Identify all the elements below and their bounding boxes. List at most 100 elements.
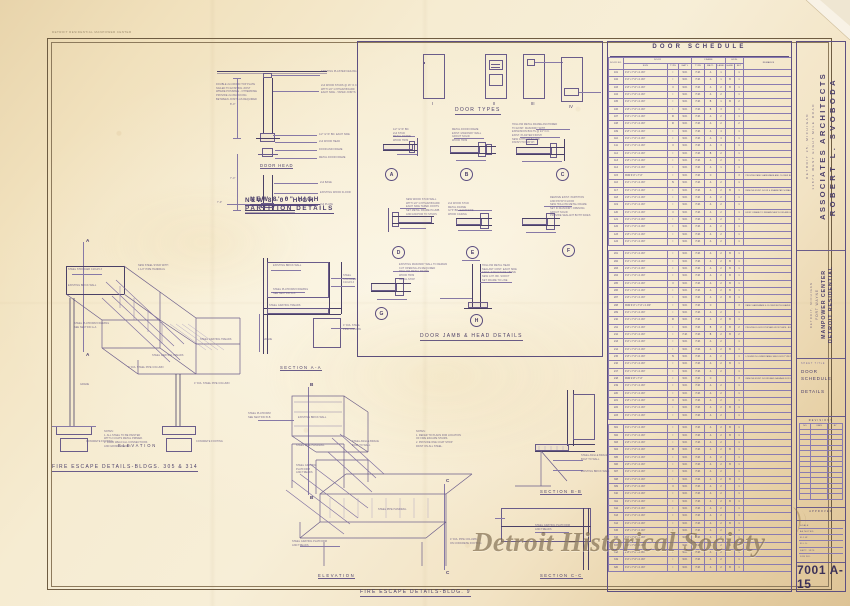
cell-label: 2 [716, 541, 727, 551]
cell-frame-type: H.M. [691, 230, 706, 239]
cell-set: 1 [734, 360, 745, 369]
cell-door-type: I [667, 294, 679, 303]
cell-door-mat: W.D. [677, 512, 693, 521]
revisions-body [798, 428, 843, 500]
cell-size: 3'-0" x 7'-0" x 1 3/4" [623, 497, 668, 506]
cell-frame-mat: A [704, 563, 718, 573]
fe1-note-2: EXISTING BRICK WALL [68, 284, 97, 287]
cell-label: 2 [716, 230, 727, 239]
cell-frame-mat: A [704, 468, 718, 477]
cell-label: 2 [716, 519, 727, 528]
col-door-no: DOOR NO. [608, 57, 624, 70]
cell-label: 2 [716, 411, 727, 421]
door-schedule-title: DOOR SCHEDULE [652, 44, 747, 50]
cell-remarks [743, 223, 791, 232]
cell-frame-type: H.M. [691, 504, 706, 514]
cell-remarks [743, 534, 791, 543]
cell-hand: B [725, 431, 736, 440]
cell-hand [725, 179, 736, 188]
cell-label: 2 [716, 512, 727, 521]
cell-set: 1 [734, 397, 745, 406]
cell-frame-type: H.M. [691, 411, 706, 421]
sheet-title-mini-label: SHEET TITLE [801, 363, 826, 366]
panel-door-types-and-jambs [357, 41, 603, 357]
revision-cell [827, 493, 843, 500]
cell-set: 1 [734, 201, 745, 210]
cell-label: 1 [716, 98, 727, 107]
cell-frame-mat: A [704, 308, 718, 318]
cell-size: 2'-8" x 7'-0" x 1 3/4" [623, 294, 668, 303]
section-mark-a-top: A [86, 238, 90, 243]
cell-door-type: I [667, 404, 679, 413]
cell-door-type: I [667, 382, 679, 391]
door-schedule-table: DOOR NO. DOOR FRAME HDW. REMARKS SIZE TY… [608, 57, 791, 573]
cell-door-type: I [667, 375, 679, 384]
cell-label: 2 [716, 490, 727, 499]
cell-frame-mat: A [704, 548, 718, 558]
cell-frame-mat: A [704, 411, 718, 421]
cell-door-type: I [667, 215, 679, 225]
cell-frame-type: H.M. [691, 468, 706, 477]
cell-set: 1 [734, 438, 745, 448]
cell-label: 2 [716, 264, 727, 274]
cell-door-type: I [667, 98, 679, 107]
cell-frame-type: H.M. [691, 382, 706, 391]
cell-label: 2 [716, 360, 727, 369]
partition-note-doorframe: DOOR AND FRAME [319, 148, 343, 151]
cell-set: 1 [734, 237, 745, 247]
cell-frame-type: H.M. [691, 286, 706, 296]
cell-frame-mat: A [704, 497, 718, 506]
cell-door-type: I [667, 490, 679, 499]
fe1-note-1: STEEL STRINGER C10x15.3 [68, 268, 102, 271]
cell-door-type: I [667, 563, 679, 573]
cell-door-mat: W.D. [677, 208, 693, 217]
cell-door-mat: W.D. [677, 468, 693, 477]
cell-hand: B [725, 331, 736, 340]
cell-label: 2 [716, 497, 727, 506]
cell-frame-type: H.M. [691, 250, 706, 259]
project-site: FORT WAYNE [814, 289, 819, 321]
cell-set: 1 [734, 308, 745, 318]
cell-door-no: 115 [608, 171, 624, 181]
cell-remarks [743, 157, 791, 166]
cell-remarks [743, 482, 791, 492]
door-jambs-title: DOOR JAMB & HEAD DETAILS [420, 333, 523, 341]
cell-set: 1 [734, 541, 745, 551]
cell-size: 3'-0" x 7'-0" x 1 3/4" [623, 490, 668, 499]
cell-label: 2 [716, 149, 727, 159]
cell-frame-type: H.M. [691, 193, 706, 203]
cell-frame-mat: A [704, 556, 718, 565]
cell-frame-type: H.M. [691, 142, 706, 151]
scale-label: SCALE [799, 523, 843, 530]
cell-door-mat: W.D. [677, 526, 693, 536]
cell-hand [725, 353, 736, 362]
cell-door-no: 118 [608, 193, 624, 203]
cell-frame-mat: A [704, 424, 718, 433]
cell-label: 4 [716, 127, 727, 137]
cell-set: 1 [734, 105, 745, 115]
cell-set: 1 [734, 257, 745, 266]
cell-door-mat: W.D. [677, 367, 693, 377]
cell-hand [725, 301, 736, 311]
cell-door-mat: W.D. [677, 382, 693, 391]
door-schedule-title-rule [610, 55, 789, 57]
cell-label: 3 [716, 142, 727, 151]
cell-label: 2 [716, 397, 727, 406]
cell-door-type: I [667, 127, 679, 137]
cell-size: 3'-0" x 7'-0" x 1 3/4" [623, 76, 668, 85]
cell-remarks [743, 519, 791, 528]
cell-frame-mat: A [704, 460, 718, 470]
cell-door-mat: W.D. [677, 301, 693, 311]
cell-label: 2 [716, 367, 727, 377]
cell-size: 2'-8" x 7'-0" x 1 3/4" [623, 157, 668, 166]
cell-hand [725, 149, 736, 159]
